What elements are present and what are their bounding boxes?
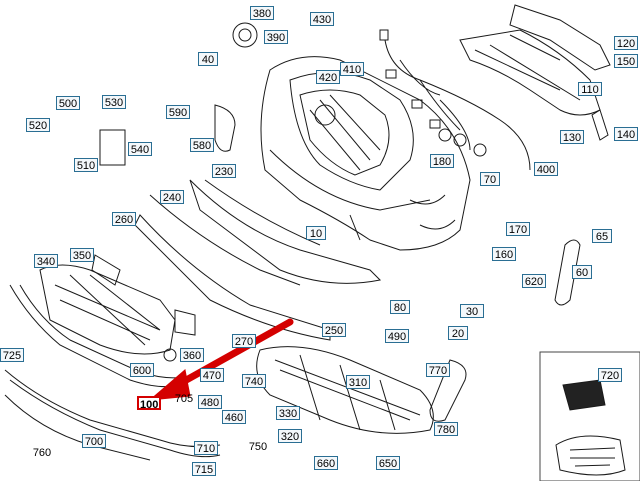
spoiler-strips: [4, 179, 382, 461]
label-150: 150: [614, 54, 638, 68]
label-30: 30: [460, 304, 484, 318]
label-760: 760: [32, 447, 52, 459]
label-250: 250: [322, 323, 346, 337]
label-520: 520: [26, 118, 50, 132]
label-580: 580: [190, 138, 214, 152]
label-430: 430: [310, 12, 334, 26]
upper-bracket: [459, 4, 611, 141]
side-parts: [91, 22, 581, 422]
label-700: 700: [82, 434, 106, 448]
label-460: 460: [222, 410, 246, 424]
label-510: 510: [74, 158, 98, 172]
label-340: 340: [34, 254, 58, 268]
label-160: 160: [492, 247, 516, 261]
label-490: 490: [385, 329, 409, 343]
label-380: 380: [250, 6, 274, 20]
label-110: 110: [578, 82, 602, 96]
label-470: 470: [200, 368, 224, 382]
label-120: 120: [614, 36, 638, 50]
inset-panel: [539, 351, 640, 481]
label-140: 140: [614, 127, 638, 141]
label-65: 65: [592, 229, 612, 243]
label-770: 770: [426, 363, 450, 377]
label-130: 130: [560, 130, 584, 144]
label-400: 400: [534, 162, 558, 176]
label-240: 240: [160, 190, 184, 204]
label-350: 350: [70, 248, 94, 262]
label-410: 410: [340, 62, 364, 76]
label-710: 710: [194, 441, 218, 455]
label-725: 725: [0, 348, 24, 362]
label-180: 180: [430, 154, 454, 168]
label-310: 310: [346, 375, 370, 389]
lower-grille: [39, 264, 176, 355]
label-620: 620: [522, 274, 546, 288]
label-10: 10: [306, 226, 326, 240]
wiring-harness: [379, 29, 531, 171]
label-540: 540: [128, 142, 152, 156]
highlight-arrow: [148, 318, 294, 401]
label-260: 260: [112, 212, 136, 226]
label-100-highlighted: 100: [137, 396, 161, 411]
label-20: 20: [448, 326, 468, 340]
label-230: 230: [212, 164, 236, 178]
label-40: 40: [198, 52, 218, 66]
label-650: 650: [376, 456, 400, 470]
label-480: 480: [198, 395, 222, 409]
label-750: 750: [248, 441, 268, 453]
label-530: 530: [102, 95, 126, 109]
label-360: 360: [180, 348, 204, 362]
label-720: 720: [598, 368, 622, 382]
label-420: 420: [316, 70, 340, 84]
label-390: 390: [264, 30, 288, 44]
label-320: 320: [278, 429, 302, 443]
label-170: 170: [506, 222, 530, 236]
label-705: 705: [174, 393, 194, 405]
label-715: 715: [192, 462, 216, 476]
label-660: 660: [314, 456, 338, 470]
label-780: 780: [434, 422, 458, 436]
label-500: 500: [56, 96, 80, 110]
label-270: 270: [232, 334, 256, 348]
label-80: 80: [390, 300, 410, 314]
label-330: 330: [276, 406, 300, 420]
label-70: 70: [480, 172, 500, 186]
label-60: 60: [572, 265, 592, 279]
label-600: 600: [130, 363, 154, 377]
label-740: 740: [242, 374, 266, 388]
label-590: 590: [166, 105, 190, 119]
